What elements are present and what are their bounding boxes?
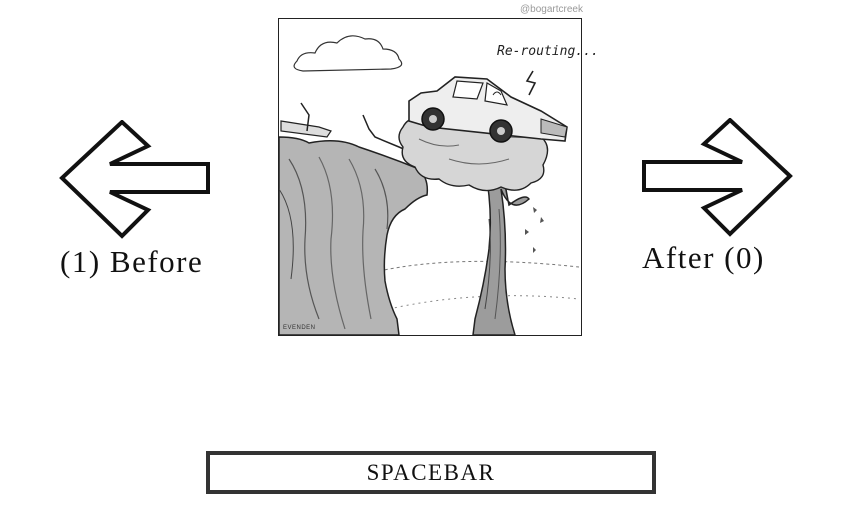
before-label[interactable]: (1) Before — [60, 244, 204, 279]
cloud-shape — [293, 35, 403, 72]
cartoon-image — [278, 18, 582, 336]
cartoon-signature: EVENDEN — [283, 325, 316, 331]
right-arrow-icon — [642, 117, 793, 237]
tree-shape — [398, 108, 549, 336]
spacebar-button[interactable]: SPACEBAR — [206, 451, 656, 494]
previous-arrow[interactable] — [58, 119, 212, 240]
cartoon-drawing — [278, 35, 580, 336]
car-shape — [408, 76, 568, 143]
speech-text: Re-routing... — [497, 44, 599, 59]
after-label[interactable]: After (0) — [642, 240, 765, 275]
next-arrow[interactable] — [640, 117, 794, 238]
left-arrow-icon — [59, 119, 210, 239]
cartoon-credit: @bogartcreek — [520, 4, 583, 15]
